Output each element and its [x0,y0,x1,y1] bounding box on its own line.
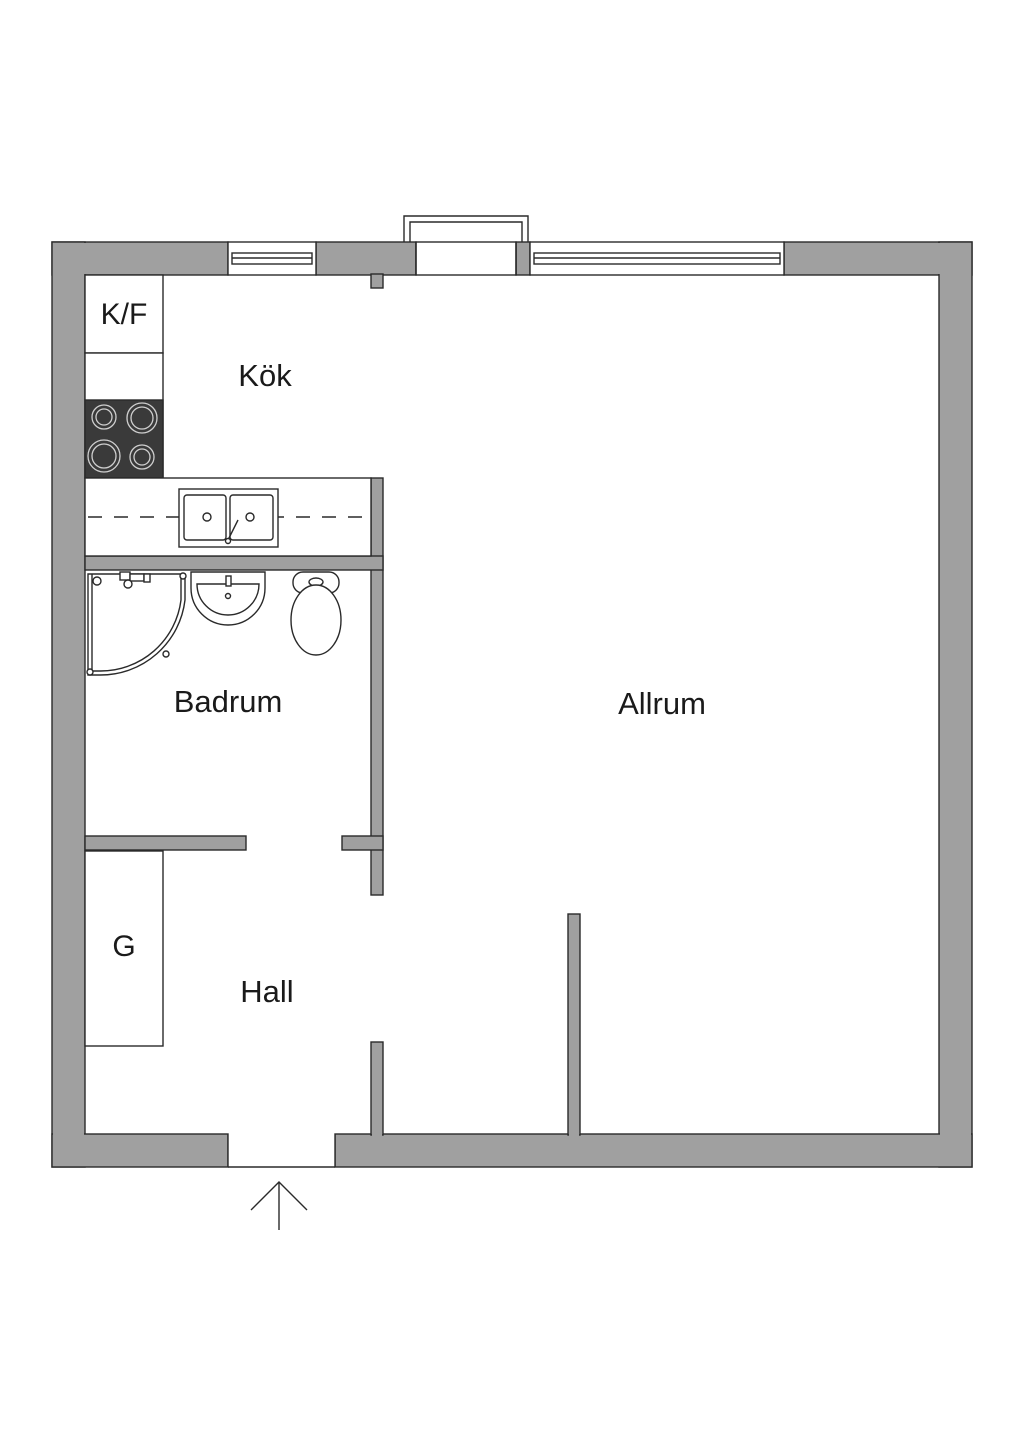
stove-icon [84,399,164,479]
double-sink-icon [178,488,279,548]
shower-icon [86,571,187,676]
balcony-door [403,215,529,276]
wall-fill-patches [53,243,971,1166]
entrance-arrow-icon [250,1181,308,1230]
washbasin-icon [190,571,266,626]
fridge-freezer: K/F [84,274,164,354]
wardrobe-label: G [112,930,135,963]
room-label-living-room: Allrum [618,686,706,721]
window-living-room [529,241,785,276]
room-label-bathroom: Badrum [174,684,283,719]
room-label-hall: Hall [240,974,293,1009]
toilet-icon [290,571,342,656]
entrance-door [227,1134,336,1168]
wardrobe: G [84,850,164,1047]
window-kitchen [227,241,317,276]
wall-nub [370,273,384,289]
fridge-freezer-label: K/F [101,298,148,331]
interior-walls [84,477,581,1136]
interior-wall-patches [372,557,579,1137]
room-label-kitchen: Kök [238,358,292,393]
